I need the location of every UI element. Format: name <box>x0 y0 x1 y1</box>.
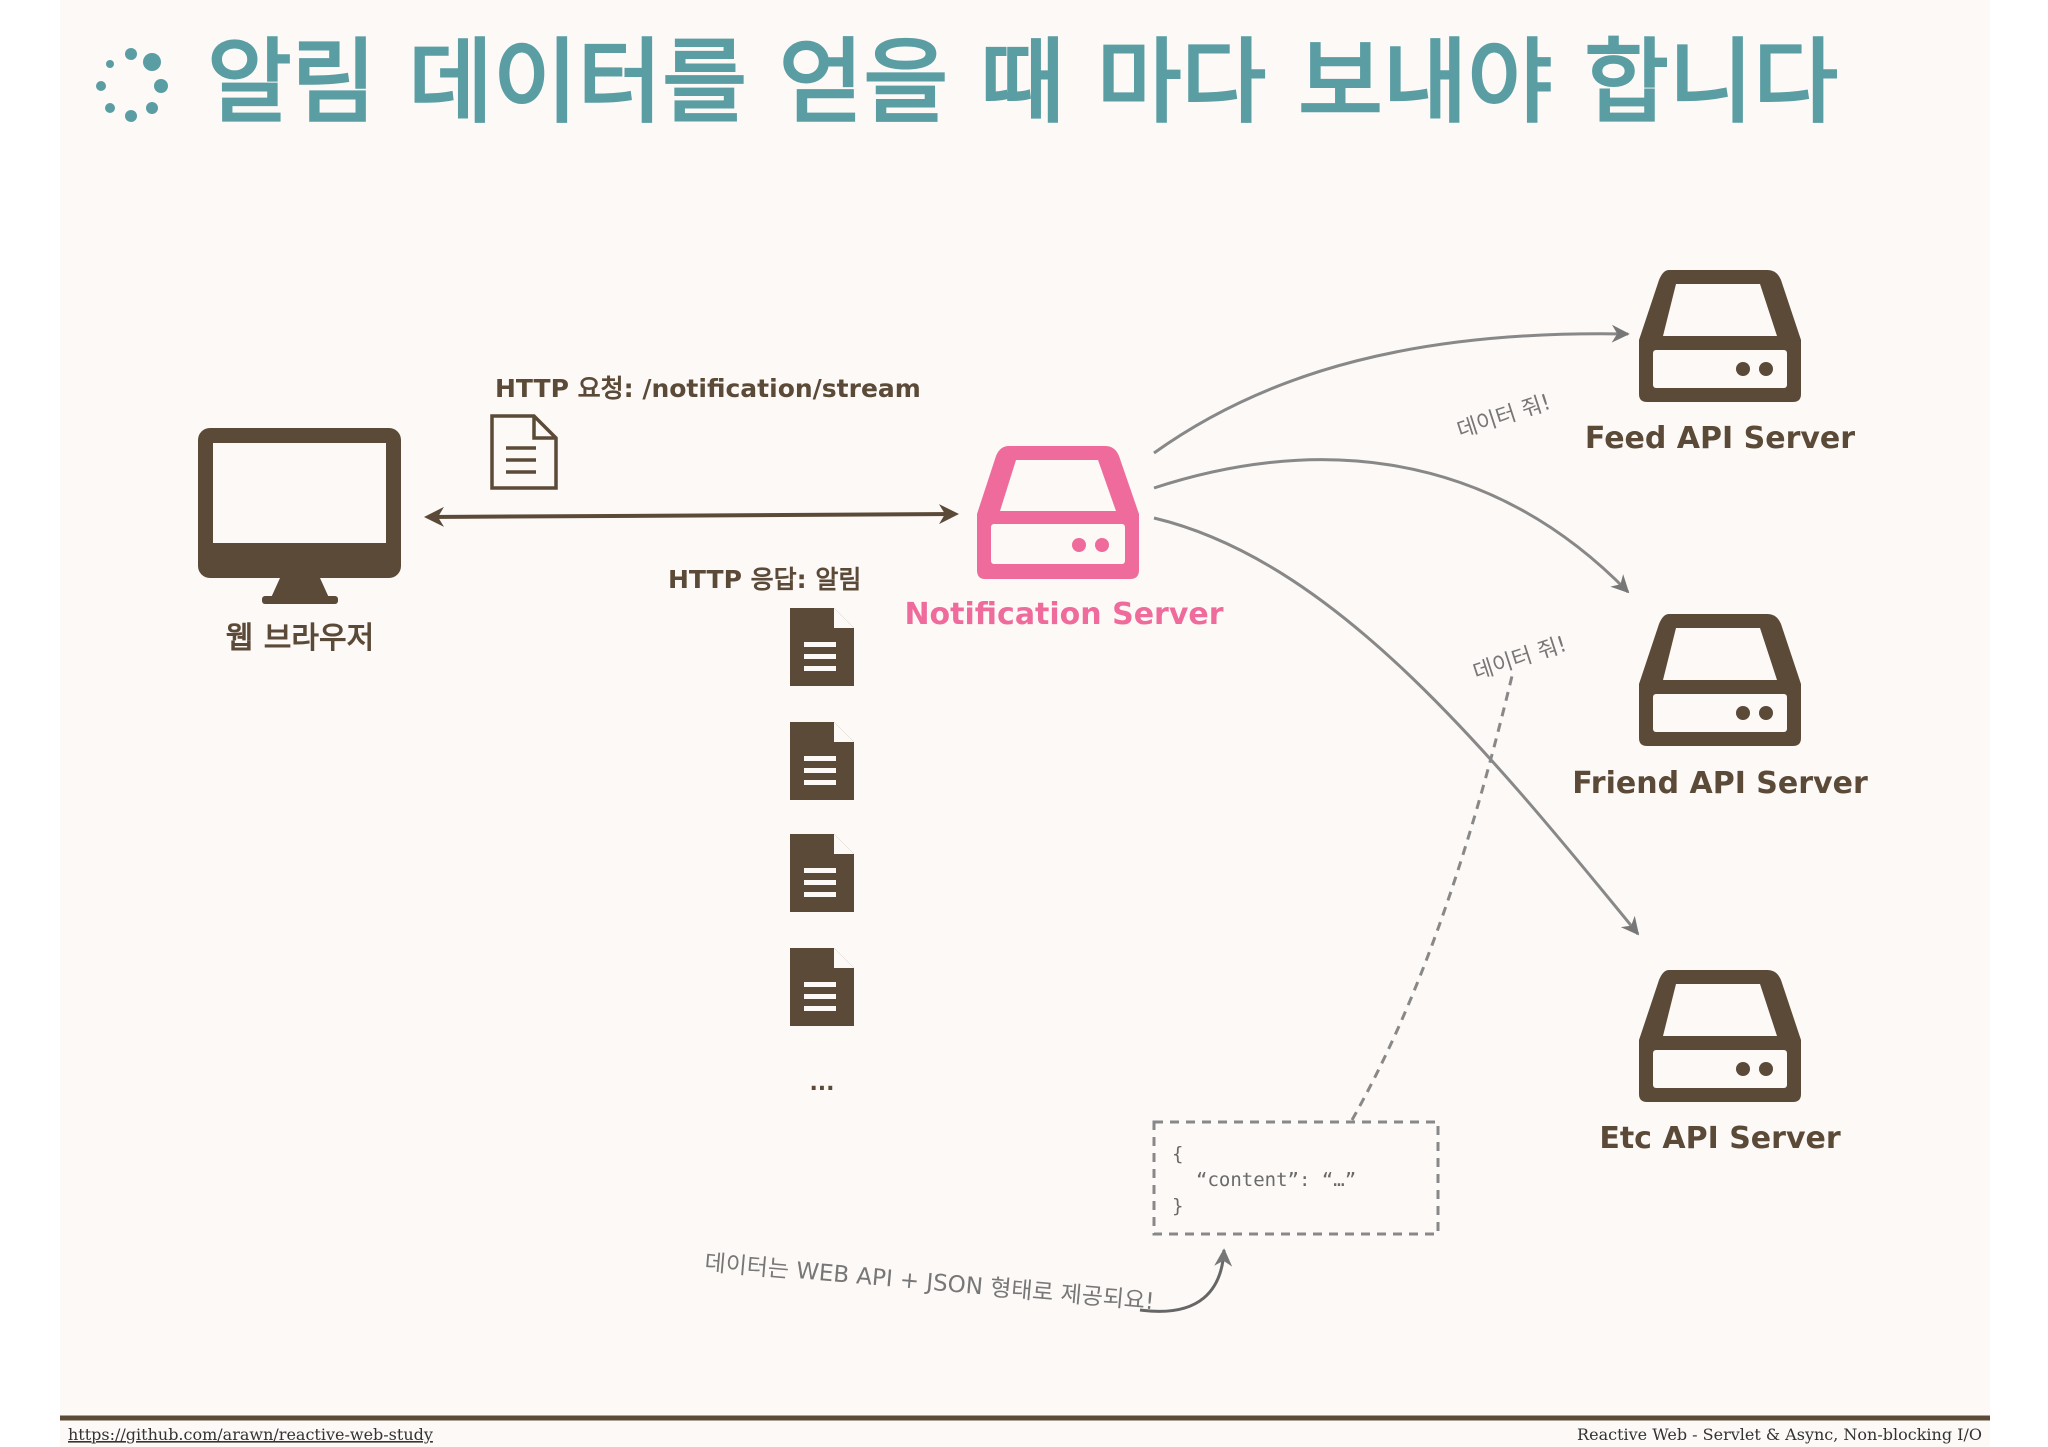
feed-server-icon <box>1639 270 1801 402</box>
data-request-label-1: 데이터 줘! <box>1454 390 1554 444</box>
response-document-icon <box>790 948 854 1026</box>
etc-server-label: Etc API Server <box>1599 1121 1841 1156</box>
arrow-to-friend <box>1153 458 1630 594</box>
json-line-content: “content”: “…” <box>1196 1169 1356 1191</box>
json-connector-line <box>1350 675 1514 1121</box>
notification-server-icon <box>977 446 1139 579</box>
spinner-icon <box>96 48 168 122</box>
json-line-open: { <box>1172 1143 1183 1165</box>
request-document-icon <box>490 414 558 490</box>
response-label: HTTP 응답: 알림 <box>668 565 861 594</box>
notification-server-label: Notification Server <box>904 597 1223 632</box>
json-line-close: } <box>1172 1195 1183 1217</box>
arrow-to-feed <box>1153 324 1630 455</box>
annotation-text: 데이터는 WEB API + JSON 형태로 제공되요! <box>703 1250 1155 1315</box>
response-document-icon <box>790 834 854 912</box>
response-ellipsis: ... <box>809 1071 834 1096</box>
json-payload-box <box>1152 1120 1440 1236</box>
request-label: HTTP 요청: /notification/stream <box>495 374 921 403</box>
data-request-label-2: 데이터 줘! <box>1470 632 1570 686</box>
arrow-to-etc <box>1153 516 1640 936</box>
friend-server-label: Friend API Server <box>1572 766 1868 801</box>
footer-caption: Reactive Web - Servlet & Async, Non-bloc… <box>1577 1425 1982 1444</box>
footer-link[interactable]: https://github.com/arawn/reactive-web-st… <box>68 1425 433 1444</box>
friend-server-icon <box>1639 614 1801 746</box>
annotation-arrow <box>1139 1248 1233 1313</box>
response-document-icon <box>790 608 854 686</box>
feed-server-label: Feed API Server <box>1585 421 1855 456</box>
browser-notification-arrow <box>424 504 959 527</box>
browser-label: 웹 브라우저 <box>226 621 374 656</box>
etc-server-icon <box>1639 970 1801 1102</box>
response-document-icon <box>790 722 854 800</box>
monitor-icon <box>198 428 401 604</box>
page-title: 알림 데이터를 얻을 때 마다 보내야 합니다 <box>207 29 1838 136</box>
